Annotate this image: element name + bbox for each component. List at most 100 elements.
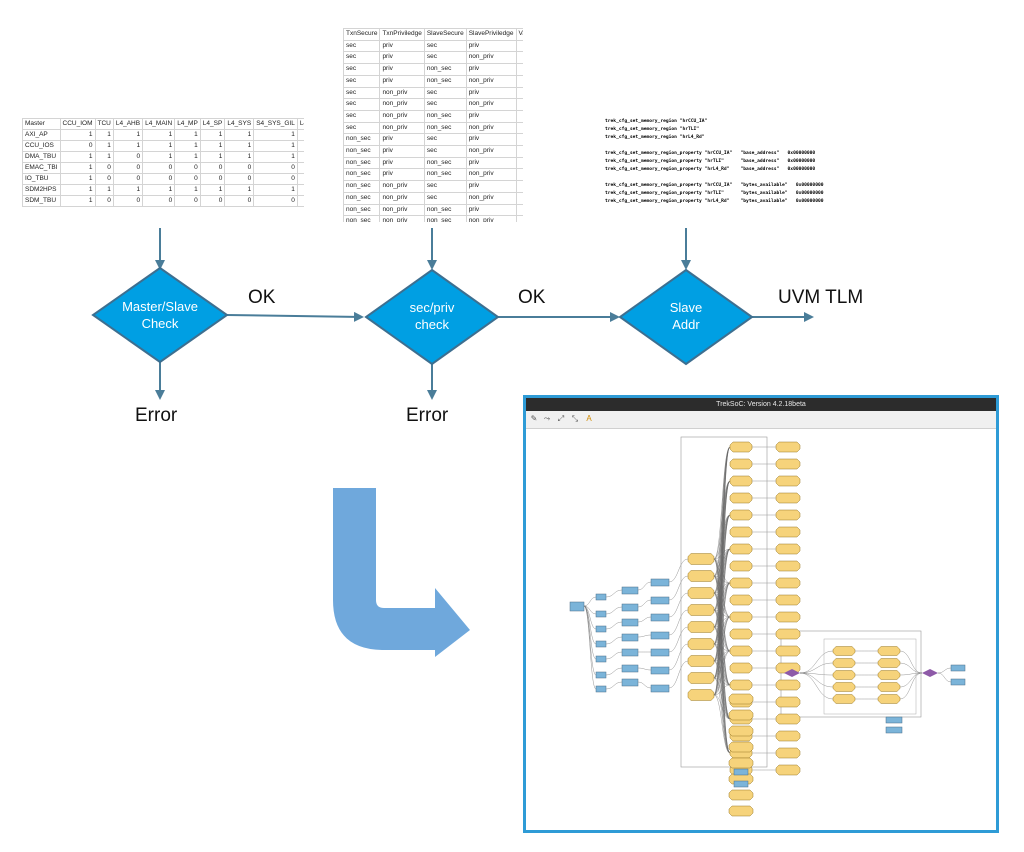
table1-cell: 1 bbox=[94, 140, 114, 152]
graph-master-node bbox=[621, 678, 639, 687]
text-icon[interactable]: A bbox=[586, 414, 592, 423]
table2-cell: 0 bbox=[515, 74, 523, 88]
table2-cell: 0 bbox=[515, 109, 523, 123]
diamond3-line1: Slave bbox=[669, 300, 703, 315]
graph-slave-node bbox=[729, 560, 753, 572]
graph-edge bbox=[583, 605, 597, 645]
graph-port-node bbox=[650, 666, 670, 675]
graph-port-node bbox=[650, 631, 670, 640]
diamond2-line2: check bbox=[415, 317, 449, 332]
code-line: trek_cfg_set_memory_region "hrCCU_IA" bbox=[605, 119, 708, 124]
table1-row: SDM_TBU100000000 bbox=[22, 195, 304, 207]
window-title: TrekSoC: Version 4.2.18beta bbox=[526, 398, 996, 411]
graph-slave-node bbox=[729, 509, 753, 521]
graph-edge bbox=[583, 605, 597, 690]
table2-cell: non_sec bbox=[423, 109, 467, 123]
graph-target-node bbox=[775, 441, 801, 453]
graph-slave-node bbox=[729, 441, 753, 453]
graph-edge bbox=[583, 605, 597, 615]
graph-cluster-node bbox=[832, 682, 856, 692]
graph-edge bbox=[713, 694, 731, 754]
graph-edge bbox=[668, 558, 689, 583]
big-curved-arrow bbox=[333, 488, 470, 657]
graph-edge bbox=[637, 616, 652, 623]
graph-central-node bbox=[687, 638, 715, 650]
code-line: trek_cfg_set_memory_region "hrL4_Rd" bbox=[605, 135, 705, 140]
graph-edge bbox=[713, 582, 731, 696]
table1-cell: 0 bbox=[199, 195, 226, 207]
arrow-dropdown-icon[interactable]: ⤳ bbox=[543, 414, 551, 423]
table2-cell: priv bbox=[379, 63, 425, 76]
graph-edge bbox=[713, 616, 731, 696]
toolbar: ✎ ⤳ ⤢ ⤡ A bbox=[526, 411, 996, 429]
graph-edge bbox=[713, 514, 731, 696]
graph-cluster-node bbox=[877, 658, 901, 668]
code-line: trek_cfg_set_memory_region_property "hrC… bbox=[605, 151, 816, 156]
graph-lower-node bbox=[728, 741, 754, 753]
graph-master-node bbox=[621, 586, 639, 595]
diamond3-label: Slave Addr bbox=[626, 299, 746, 333]
pen-icon[interactable]: ✎ bbox=[530, 414, 538, 423]
table2-cell: non_sec bbox=[343, 215, 381, 222]
zoom-in-icon[interactable]: ⤡ bbox=[571, 414, 579, 423]
graph-cluster-node bbox=[832, 646, 856, 656]
zoom-fit-icon[interactable]: ⤢ bbox=[557, 414, 565, 423]
table2-cell: priv bbox=[379, 74, 425, 88]
table1-row: DMA_TBU110111111 bbox=[22, 151, 304, 163]
graph-edge bbox=[799, 672, 834, 676]
table2-cell: non_sec bbox=[423, 63, 467, 76]
graph-output-node bbox=[950, 678, 966, 686]
table2-cell: sec bbox=[343, 74, 381, 88]
graph-edge bbox=[605, 636, 623, 645]
graph-aux-node bbox=[733, 780, 749, 788]
graph-edge bbox=[668, 626, 689, 653]
graph-target-node bbox=[775, 679, 801, 691]
graph-edge bbox=[668, 609, 689, 636]
graph-master-node bbox=[595, 610, 607, 618]
graph-slave-node bbox=[729, 679, 753, 691]
graph-output-node bbox=[950, 664, 966, 672]
graph-edge bbox=[583, 596, 597, 607]
table1-row: AXI_AP111111111 bbox=[22, 129, 304, 141]
sec-priv-check-diamond bbox=[364, 268, 500, 366]
graph-master-node bbox=[621, 664, 639, 673]
graph-edge bbox=[637, 681, 652, 689]
graph-target-node bbox=[775, 696, 801, 708]
graph-target-node bbox=[775, 594, 801, 606]
cluster-box-sub bbox=[780, 630, 922, 718]
table2-cell: sec bbox=[343, 86, 381, 100]
graph-cluster-node bbox=[877, 694, 901, 704]
graph-edge bbox=[899, 662, 923, 674]
table2-cell: 1 bbox=[515, 98, 523, 111]
graph-lower-node bbox=[728, 805, 754, 817]
graph-central-node bbox=[687, 553, 715, 565]
graph-target-node bbox=[775, 611, 801, 623]
graph-cluster-node bbox=[832, 694, 856, 704]
table2-cell: non_sec bbox=[423, 74, 467, 88]
graph-target-node bbox=[775, 492, 801, 504]
graph-port-node bbox=[650, 596, 670, 605]
graph-target-node bbox=[775, 713, 801, 725]
error-label-1: Error bbox=[135, 405, 178, 426]
graph-edge bbox=[937, 672, 952, 683]
table2-cell: 0 bbox=[515, 63, 523, 76]
graph-canvas[interactable] bbox=[526, 429, 996, 829]
graph-slave-node bbox=[729, 645, 753, 657]
graph-central-node bbox=[687, 570, 715, 582]
arrow-diamond1-to-diamond2 bbox=[226, 311, 364, 322]
graph-central-node bbox=[687, 689, 715, 701]
diamond1-label: Master/Slave Check bbox=[100, 298, 220, 332]
graph-master-node bbox=[621, 618, 639, 627]
graph-master-node bbox=[621, 633, 639, 642]
table2-cell: non_priv bbox=[379, 86, 425, 100]
graph-master-node bbox=[595, 655, 607, 663]
graph-aux-node bbox=[885, 716, 903, 724]
graph-port-node bbox=[650, 613, 670, 622]
table2-cell: non_priv bbox=[379, 215, 425, 222]
